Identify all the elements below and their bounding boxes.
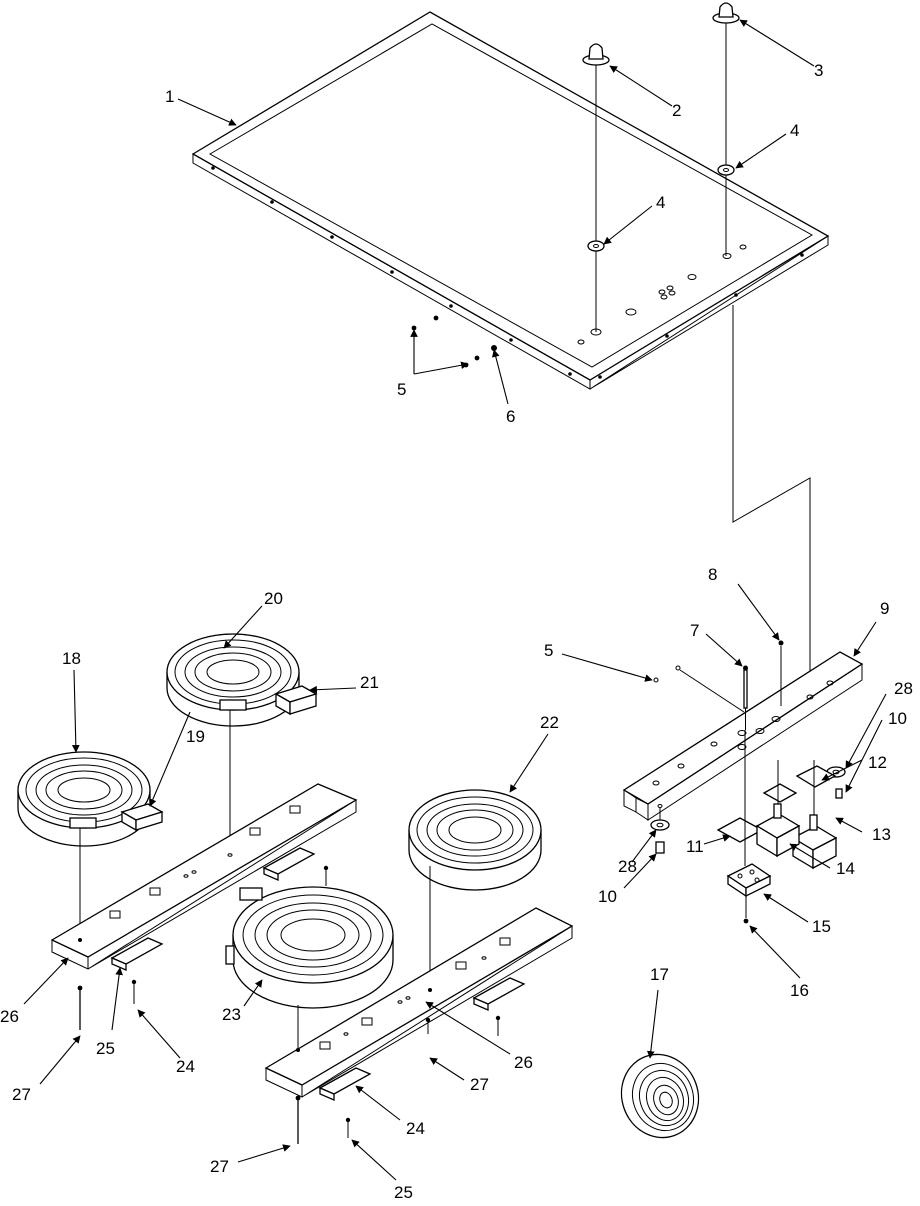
radiant-element-part-22	[408, 789, 542, 990]
callout-10b: 10	[598, 887, 617, 906]
support-channel-part-24-right	[318, 977, 526, 1101]
control-knob-part-3	[712, 2, 740, 256]
support-bracket-part-26-right	[264, 907, 574, 1098]
callout-24a: 24	[176, 1057, 195, 1076]
radiant-element-part-20	[166, 633, 300, 850]
cooktop-glass-part-1	[191, 11, 830, 390]
callout-2: 2	[672, 101, 681, 120]
callout-14: 14	[836, 859, 855, 878]
callout-25a: 25	[96, 1039, 115, 1058]
stud-part-7	[743, 665, 748, 730]
radiant-element-part-18	[17, 751, 151, 940]
callout-27a: 27	[12, 1085, 31, 1104]
nut-part-10-left	[655, 841, 665, 854]
assembly-guide-line	[732, 305, 811, 688]
callout-27b: 27	[470, 1075, 489, 1094]
callout-5b: 5	[544, 641, 553, 660]
callout-20: 20	[264, 589, 283, 608]
support-channel-part-25-left	[110, 847, 316, 971]
callout-22: 22	[540, 713, 559, 732]
callout-5a: 5	[397, 380, 406, 399]
leader-lines	[23, 19, 887, 1181]
callout-10a: 10	[888, 709, 907, 728]
callout-12: 12	[868, 753, 887, 772]
callout-19: 19	[186, 727, 205, 746]
radiant-element-part-23	[225, 886, 394, 1050]
callout-17: 17	[650, 965, 669, 984]
callout-13: 13	[872, 825, 891, 844]
callout-11: 11	[686, 837, 704, 856]
callout-16: 16	[790, 981, 809, 1000]
callout-4a: 4	[790, 121, 799, 140]
screw-part-5	[411, 315, 480, 368]
callout-24b: 24	[406, 1119, 425, 1138]
callout-7: 7	[690, 621, 699, 640]
screw-part-16	[743, 896, 749, 924]
screw-part-5-bracket	[653, 665, 745, 713]
insulator-part-12	[762, 765, 837, 803]
callout-3: 3	[814, 61, 823, 80]
callout-18: 18	[62, 649, 81, 668]
control-bracket-part-9	[622, 651, 864, 821]
screw-part-8	[778, 640, 784, 706]
limiter-part-19	[120, 803, 164, 832]
callout-23: 23	[222, 1005, 241, 1024]
switch-part-13	[791, 760, 838, 870]
washer-part-4	[587, 164, 735, 252]
callout-26b: 26	[514, 1053, 533, 1072]
callout-28b: 28	[618, 857, 637, 876]
callout-4b: 4	[656, 193, 665, 212]
screw-part-27-left	[77, 985, 83, 1030]
screw-part-25-right	[345, 1015, 501, 1138]
coil-element-part-17	[620, 1053, 700, 1139]
control-knob-part-2	[582, 43, 610, 332]
callout-25b: 25	[394, 1183, 413, 1202]
screw-part-27-right	[295, 1017, 431, 1144]
switch-part-14	[755, 760, 801, 858]
nut-part-10-right	[835, 788, 843, 799]
limiter-part-21	[274, 685, 318, 716]
screw-part-24-left	[131, 865, 329, 1004]
callout-labels: 1 2 3 4 4 5 6 5 7 8 9 28 10 12 11 13 14 …	[0, 61, 913, 1202]
support-bracket-part-26-left	[50, 783, 358, 970]
terminal-block-part-15	[726, 863, 772, 898]
callout-21: 21	[360, 673, 379, 692]
callout-8: 8	[708, 565, 717, 584]
callout-6: 6	[506, 407, 515, 426]
washer-part-28-left	[650, 808, 670, 831]
callout-27c: 27	[210, 1157, 229, 1176]
callout-28a: 28	[894, 679, 913, 698]
callout-1: 1	[165, 87, 174, 106]
callout-9: 9	[880, 599, 889, 618]
callout-15: 15	[812, 917, 831, 936]
callout-26a: 26	[0, 1007, 19, 1026]
